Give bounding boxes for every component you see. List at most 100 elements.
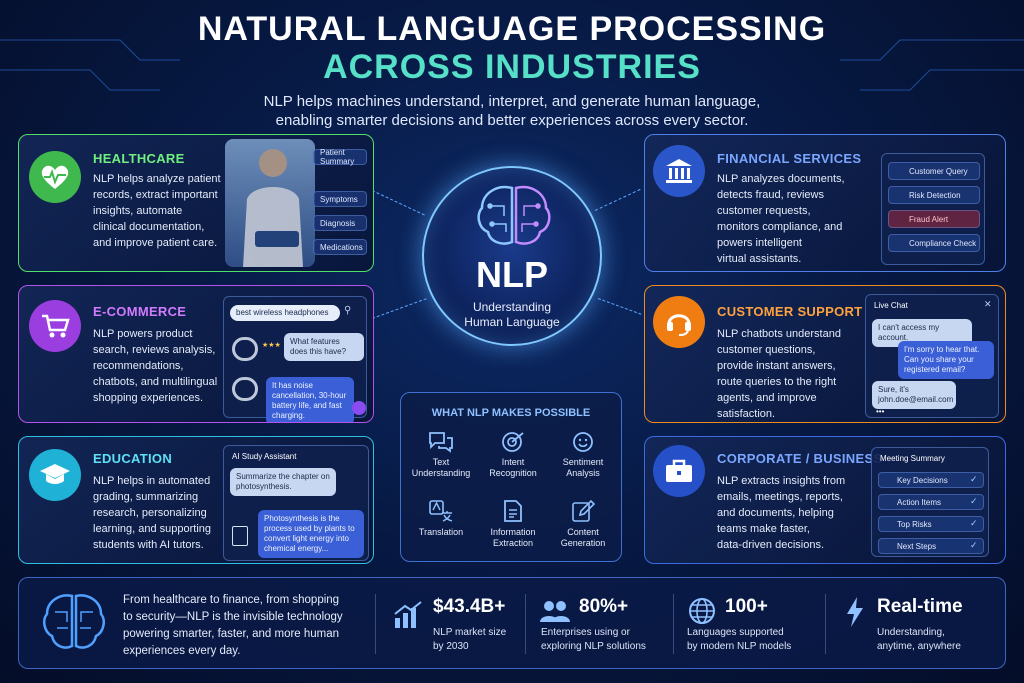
smiley-icon bbox=[573, 432, 593, 452]
healthcare-panel-item: Medications bbox=[313, 239, 367, 255]
footer-summary: From healthcare to finance, from shoppin… bbox=[123, 594, 343, 657]
corporate-title: CORPORATE / BUSINESS bbox=[717, 451, 883, 466]
graduation-cap-icon bbox=[29, 449, 81, 501]
ecommerce-card: E-COMMERCE NLP powers product search, re… bbox=[18, 285, 374, 423]
page-subtitle: NLP helps machines understand, interpret… bbox=[263, 93, 761, 129]
globe-icon bbox=[689, 598, 715, 624]
meeting-summary-title: Meeting Summary bbox=[880, 454, 945, 463]
headphones-image bbox=[232, 337, 258, 361]
capability-translation: Translation bbox=[405, 499, 477, 538]
close-icon[interactable]: ✕ bbox=[984, 299, 992, 309]
people-icon bbox=[540, 601, 570, 622]
divider bbox=[525, 594, 526, 654]
chat-question: What features does this have? bbox=[284, 333, 364, 361]
stat-languages-value: 100+ bbox=[725, 596, 768, 617]
fraud-alert-item: Fraud Alert bbox=[888, 210, 980, 228]
capability-sentiment-analysis: Sentiment Analysis bbox=[547, 431, 619, 479]
live-chat-panel: Live Chat ✕ I can't access my account. I… bbox=[865, 294, 999, 418]
corporate-card: CORPORATE / BUSINESS NLP extracts insigh… bbox=[644, 436, 1006, 564]
nlp-tagline: Understanding Human Language bbox=[464, 300, 560, 329]
meeting-item: Top Risks bbox=[878, 516, 984, 532]
capability-information-extraction: Information Extraction bbox=[477, 499, 549, 549]
lightning-icon bbox=[847, 597, 863, 627]
translate-icon bbox=[429, 500, 453, 522]
nlp-label: NLP bbox=[476, 254, 548, 295]
ecommerce-title: E-COMMERCE bbox=[93, 304, 187, 319]
pen-icon bbox=[572, 499, 595, 522]
typing-indicator: ••• bbox=[876, 407, 885, 416]
check-icon: ✓ bbox=[970, 474, 978, 484]
stat-market-size-label: NLP market size by 2030 bbox=[433, 627, 507, 652]
ecommerce-description: NLP powers product search, reviews analy… bbox=[93, 328, 218, 404]
meeting-summary-panel: Meeting Summary Key Decisions Action Ite… bbox=[871, 447, 989, 557]
study-assistant-panel: AI Study Assistant Summarize the chapter… bbox=[223, 445, 369, 561]
page-title-accent: ACROSS INDUSTRIES bbox=[323, 48, 701, 86]
study-prompt: Summarize the chapter on photosynthesis. bbox=[230, 468, 336, 496]
capability-intent-recognition: Intent Recognition bbox=[477, 431, 549, 479]
chatbot-icon bbox=[352, 401, 366, 415]
brain-icon bbox=[43, 594, 105, 649]
stat-languages-label: Languages supported by modern NLP models bbox=[687, 627, 792, 652]
capabilities-title: WHAT NLP MAKES POSSIBLE bbox=[431, 407, 591, 419]
support-card: CUSTOMER SUPPORT NLP chatbots understand… bbox=[644, 285, 1006, 423]
bank-icon bbox=[653, 145, 705, 197]
live-chat-title: Live Chat bbox=[874, 301, 908, 310]
stat-realtime-value: Real-time bbox=[877, 596, 963, 617]
chat-message-agent: I'm sorry to hear that. Can you share yo… bbox=[898, 341, 994, 379]
financial-description: NLP analyzes documents, detects fraud, r… bbox=[717, 173, 845, 265]
stat-realtime-label: Understanding, anytime, anywhere bbox=[877, 627, 961, 652]
stat-enterprises-value: 80%+ bbox=[579, 596, 629, 617]
corporate-description: NLP extracts insights from emails, meeti… bbox=[717, 475, 846, 551]
brain-icon bbox=[477, 185, 551, 245]
target-icon bbox=[502, 432, 524, 452]
financial-panel-item: Compliance Check bbox=[888, 234, 980, 252]
headset-icon bbox=[653, 296, 705, 348]
divider bbox=[673, 594, 674, 654]
meeting-item: Next Steps bbox=[878, 538, 984, 554]
footer-stats-bar: From healthcare to finance, from shoppin… bbox=[18, 577, 1006, 669]
financial-panel: Customer Query Risk Detection Fraud Aler… bbox=[881, 153, 985, 265]
healthcare-panel-item: Diagnosis bbox=[313, 215, 367, 231]
capability-text-understanding: Text Understanding bbox=[405, 431, 477, 479]
stat-market-size-value: $43.4B+ bbox=[433, 596, 506, 617]
heart-pulse-icon bbox=[29, 151, 81, 203]
briefcase-icon bbox=[653, 445, 705, 497]
education-title: EDUCATION bbox=[93, 451, 173, 466]
financial-panel-item: Customer Query bbox=[888, 162, 980, 180]
rating-stars-icon: ★★★ bbox=[262, 342, 281, 349]
healthcare-panel-item: Patient Summary bbox=[313, 148, 367, 166]
chat-answer: It has noise cancellation, 30-hour batte… bbox=[266, 377, 354, 422]
ecommerce-mock-phone: best wireless headphones ⚲ ★★★ What feat… bbox=[223, 296, 367, 422]
page-title: NATURAL LANGUAGE PROCESSING bbox=[197, 10, 827, 48]
divider bbox=[375, 594, 376, 654]
study-assistant-title: AI Study Assistant bbox=[232, 452, 297, 461]
education-card: EDUCATION NLP helps in automated grading… bbox=[18, 436, 374, 564]
capability-content-generation: Content Generation bbox=[547, 499, 619, 549]
document-icon bbox=[232, 526, 248, 546]
education-description: NLP helps in automated grading, summariz… bbox=[93, 475, 212, 551]
healthcare-card: HEALTHCARE NLP helps analyze patient rec… bbox=[18, 134, 374, 272]
check-icon: ✓ bbox=[970, 496, 978, 506]
chat-message-user: Sure, it's john.doe@email.com bbox=[872, 381, 956, 409]
headphones-image bbox=[232, 377, 258, 401]
doctor-image bbox=[225, 139, 315, 267]
study-reply: Photosynthesis is the process used by pl… bbox=[258, 510, 364, 558]
search-icon: ⚲ bbox=[344, 305, 352, 316]
financial-card: FINANCIAL SERVICES NLP analyzes document… bbox=[644, 134, 1006, 272]
chat-bubbles-icon bbox=[429, 432, 453, 453]
meeting-item: Action Items bbox=[878, 494, 984, 510]
healthcare-title: HEALTHCARE bbox=[93, 151, 185, 166]
capabilities-panel: WHAT NLP MAKES POSSIBLE Text Understandi… bbox=[400, 392, 622, 562]
document-icon bbox=[504, 500, 522, 522]
support-description: NLP chatbots understand customer questio… bbox=[717, 328, 841, 420]
check-icon: ✓ bbox=[970, 540, 978, 550]
meeting-item: Key Decisions bbox=[878, 472, 984, 488]
chart-up-icon bbox=[394, 601, 422, 628]
healthcare-description: NLP helps analyze patient records, extra… bbox=[93, 173, 221, 249]
product-search-input[interactable]: best wireless headphones bbox=[230, 305, 340, 321]
shopping-cart-icon bbox=[29, 300, 81, 352]
financial-title: FINANCIAL SERVICES bbox=[717, 151, 862, 166]
divider bbox=[825, 594, 826, 654]
support-title: CUSTOMER SUPPORT bbox=[717, 304, 863, 319]
